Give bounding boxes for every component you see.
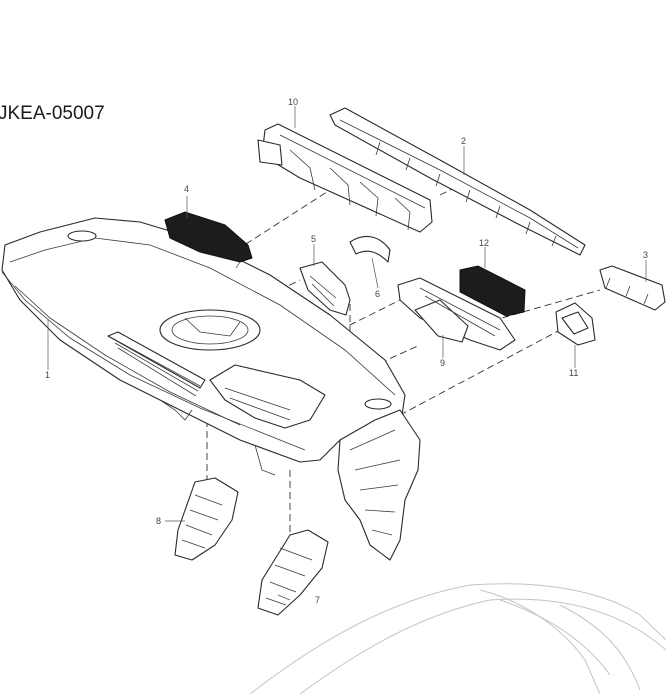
lower-bracket-right bbox=[257, 529, 329, 616]
callout-2: 2 bbox=[461, 136, 466, 146]
callout-3: 3 bbox=[643, 250, 648, 260]
speaker-grille bbox=[164, 211, 253, 269]
vent-right bbox=[555, 302, 596, 346]
leader-lines bbox=[47, 106, 647, 601]
diagram-code: JKEA-05007 bbox=[0, 103, 105, 124]
callout-4: 4 bbox=[184, 184, 189, 194]
callout-labels: 1 2 3 4 5 6 7 8 9 10 11 12 bbox=[45, 97, 648, 605]
vent-duct-assembly bbox=[257, 123, 433, 233]
top-trim-strip bbox=[329, 107, 586, 256]
callout-12: 12 bbox=[479, 238, 489, 248]
callout-10: 10 bbox=[288, 97, 298, 107]
lower-bracket-left bbox=[174, 477, 239, 561]
callout-5: 5 bbox=[311, 234, 316, 244]
callout-7: 7 bbox=[315, 595, 320, 605]
vehicle-outline bbox=[249, 583, 666, 694]
control-module bbox=[459, 265, 526, 317]
center-vent-housing bbox=[397, 277, 516, 351]
callout-1: 1 bbox=[45, 370, 50, 380]
support-bracket bbox=[337, 409, 421, 561]
callout-6: 6 bbox=[375, 289, 380, 299]
end-trim-piece bbox=[599, 265, 666, 311]
callout-11: 11 bbox=[569, 368, 578, 378]
callout-9: 9 bbox=[440, 358, 445, 368]
curved-trim bbox=[349, 235, 391, 263]
dashboard-panel bbox=[1, 217, 406, 476]
callout-8: 8 bbox=[156, 516, 161, 526]
vent-bezel-left bbox=[299, 261, 351, 316]
